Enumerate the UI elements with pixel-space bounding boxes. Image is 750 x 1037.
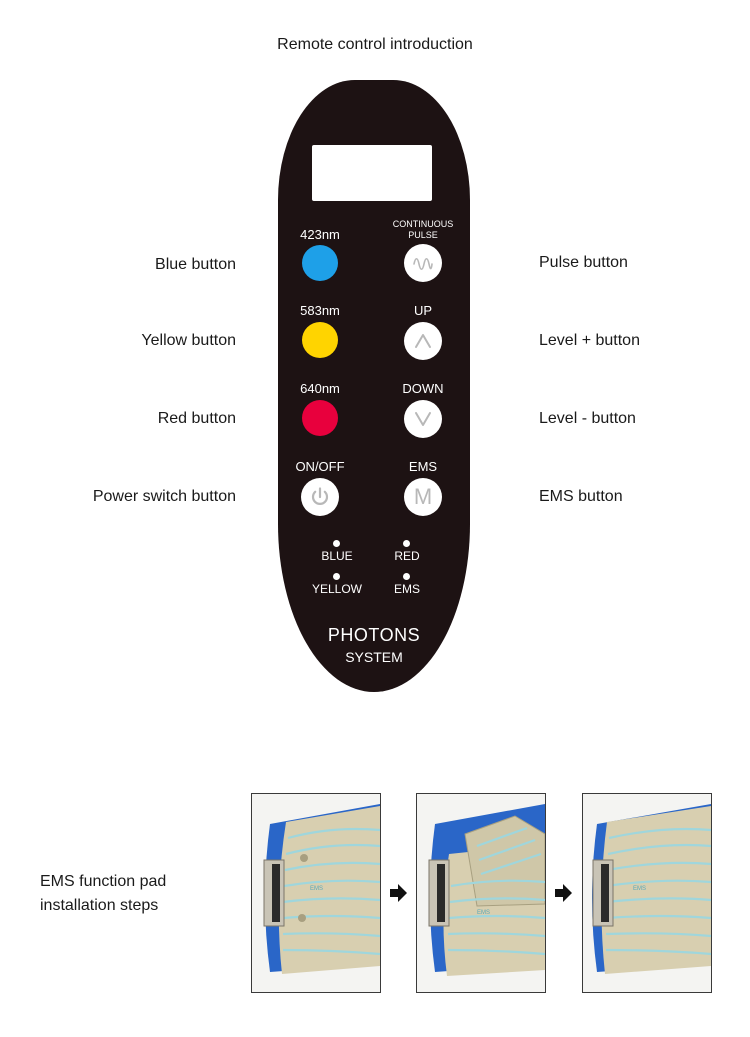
level-up-button-callout: Level + button [539, 332, 640, 349]
red-wavelength-label: 640nm [300, 381, 340, 396]
pulse-label-line1: CONTINUOUS [392, 219, 454, 229]
yellow-button-callout: Yellow button [141, 332, 236, 349]
pulse-button-callout: Pulse button [539, 254, 628, 271]
ems-indicator-label: EMS [393, 582, 420, 596]
arrow-right-icon [555, 884, 572, 902]
red-indicator-label: RED [394, 549, 420, 563]
remote-display-screen [312, 145, 432, 201]
blue-wavelength-label: 423nm [300, 227, 340, 242]
yellow-wavelength-label: 583nm [300, 303, 340, 318]
blue-indicator-label: BLUE [321, 549, 353, 563]
blue-light-button[interactable] [302, 245, 338, 281]
power-label: ON/OFF [295, 459, 345, 474]
chevron-down-icon [415, 412, 431, 426]
yellow-indicator-label: YELLOW [311, 582, 362, 596]
steps-label-line2: installation steps [40, 897, 159, 914]
blue-indicator-light [333, 540, 340, 547]
step-1-photo: EMS [251, 793, 381, 993]
brand-name: PHOTONS [327, 625, 421, 645]
power-button-callout: Power switch button [92, 488, 236, 505]
power-icon [311, 487, 329, 505]
pulse-label-line2: PULSE [408, 230, 438, 240]
sine-wave-icon [413, 257, 433, 271]
power-button[interactable] [301, 478, 339, 516]
red-button-callout: Red button [157, 410, 236, 427]
level-down-button-callout: Level - button [539, 410, 636, 427]
arrow-right-icon [390, 884, 407, 902]
steps-label-line1: EMS function pad [40, 873, 167, 890]
brand-subtitle: SYSTEM [345, 649, 403, 665]
ems-label: EMS [408, 459, 438, 474]
steps-label: EMS function pad installation steps [40, 870, 166, 918]
yellow-light-button[interactable] [302, 322, 338, 358]
chevron-up-icon [415, 334, 431, 348]
up-label: UP [413, 303, 433, 318]
ems-button[interactable]: M [404, 478, 442, 516]
blue-button-callout: Blue button [155, 256, 236, 273]
step-3-photo: EMS [582, 793, 712, 993]
yellow-indicator-light [333, 573, 340, 580]
level-up-button[interactable] [404, 322, 442, 360]
level-down-button[interactable] [404, 400, 442, 438]
ems-indicator-light [403, 573, 410, 580]
ems-m-glyph: M [413, 484, 433, 509]
page-title: Remote control introduction [277, 36, 473, 53]
red-indicator-light [403, 540, 410, 547]
ems-button-callout: EMS button [539, 488, 623, 505]
step-2-photo: EMS [416, 793, 546, 993]
step-2-pad-text: EMS [477, 910, 490, 916]
pulse-button[interactable] [404, 244, 442, 282]
down-label: DOWN [402, 381, 444, 396]
red-light-button[interactable] [302, 400, 338, 436]
step-3-pad-text: EMS [633, 886, 646, 892]
step-1-pad-text: EMS [310, 886, 323, 892]
